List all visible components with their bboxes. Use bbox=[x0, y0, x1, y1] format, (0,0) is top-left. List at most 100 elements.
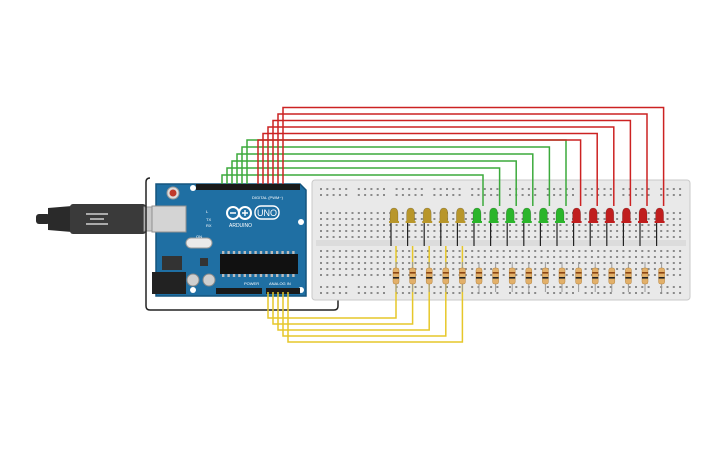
breadboard-hole bbox=[584, 286, 587, 288]
uno-badge bbox=[254, 205, 280, 220]
breadboard-hole bbox=[389, 268, 392, 270]
breadboard-hole bbox=[383, 250, 385, 252]
led-green[interactable] bbox=[538, 207, 549, 223]
resistor[interactable] bbox=[658, 262, 665, 292]
breadboard-hole bbox=[364, 230, 367, 232]
breadboard-hole bbox=[628, 224, 631, 226]
breadboard-hole bbox=[420, 212, 423, 214]
led-red[interactable] bbox=[604, 207, 615, 223]
resistor[interactable] bbox=[409, 262, 416, 292]
wire-red[interactable] bbox=[272, 119, 632, 207]
resistor[interactable] bbox=[392, 262, 400, 292]
chip-pins bbox=[222, 251, 295, 277]
chip-pin bbox=[265, 274, 268, 277]
breadboard-hole bbox=[559, 286, 562, 288]
breadboard-hole bbox=[609, 194, 612, 196]
breadboard-hole bbox=[401, 212, 404, 214]
resistor[interactable] bbox=[508, 262, 516, 292]
resistor[interactable] bbox=[492, 262, 499, 292]
breadboard-hole bbox=[622, 262, 625, 264]
led-green[interactable] bbox=[488, 207, 499, 223]
breadboard-hole bbox=[490, 194, 493, 196]
gnd-wire[interactable] bbox=[145, 177, 339, 311]
breadboard-hole bbox=[446, 230, 448, 232]
breadboard-hole bbox=[672, 194, 675, 196]
wire-green[interactable] bbox=[231, 160, 517, 206]
breadboard-hole bbox=[433, 194, 436, 196]
breadboard-hole bbox=[490, 262, 493, 264]
breadboard-hole bbox=[679, 224, 682, 226]
breadboard-hole bbox=[502, 236, 505, 238]
resistor[interactable] bbox=[641, 262, 649, 292]
breadboard-hole bbox=[490, 268, 493, 270]
led-yellow[interactable] bbox=[455, 207, 466, 223]
breadboard-hole bbox=[433, 250, 436, 252]
chip-pin bbox=[254, 251, 257, 254]
led-green[interactable] bbox=[472, 207, 482, 223]
arduino-uno-board[interactable]: UNO ARDUINO DIGITAL (PWM~) POWER ANALOG … bbox=[151, 183, 307, 297]
breadboard-hole bbox=[628, 286, 631, 288]
breadboard-hole bbox=[370, 286, 373, 288]
led-yellow[interactable] bbox=[405, 207, 416, 223]
breadboard-hole bbox=[647, 212, 650, 214]
breadboard-hole bbox=[332, 236, 335, 238]
resistor[interactable] bbox=[442, 262, 450, 292]
led-red[interactable] bbox=[638, 207, 648, 223]
breadboard-hole bbox=[660, 194, 663, 196]
breadboard-hole bbox=[471, 274, 474, 276]
led-yellow[interactable] bbox=[422, 207, 433, 223]
breadboard-hole bbox=[534, 268, 537, 270]
resistor[interactable] bbox=[542, 262, 549, 292]
resistor[interactable] bbox=[425, 262, 433, 292]
breadboard-hole bbox=[515, 256, 518, 258]
led-yellow[interactable] bbox=[389, 207, 399, 223]
resistor[interactable] bbox=[591, 262, 599, 292]
resistor[interactable] bbox=[608, 262, 616, 292]
led-rim bbox=[488, 221, 499, 223]
led-body bbox=[588, 207, 598, 223]
wire-green[interactable] bbox=[226, 167, 501, 206]
breadboard-hole bbox=[565, 218, 568, 220]
wire-green[interactable] bbox=[236, 153, 534, 206]
breadboard-hole bbox=[559, 250, 562, 252]
breadboard-hole bbox=[521, 262, 524, 264]
wire-green[interactable] bbox=[221, 174, 484, 206]
chip-pin bbox=[281, 251, 284, 254]
resistor[interactable] bbox=[575, 262, 582, 292]
breadboard-hole bbox=[464, 250, 467, 252]
wire-green[interactable] bbox=[241, 146, 551, 206]
resistor[interactable] bbox=[625, 262, 632, 292]
breadboard-hole bbox=[502, 262, 505, 264]
led-body bbox=[622, 207, 631, 223]
breadboard-hole bbox=[433, 230, 436, 232]
breadboard-hole bbox=[609, 224, 612, 226]
wire-yellow[interactable] bbox=[287, 246, 464, 343]
wire-red[interactable] bbox=[257, 139, 582, 206]
breadboard-hole bbox=[383, 224, 385, 226]
resistor[interactable] bbox=[558, 262, 566, 292]
led-yellow[interactable] bbox=[438, 207, 449, 223]
led-red[interactable] bbox=[654, 207, 665, 223]
breadboard-hole bbox=[584, 268, 587, 270]
breadboard-hole bbox=[383, 268, 385, 270]
led-red[interactable] bbox=[621, 207, 632, 223]
breadboard[interactable] bbox=[311, 179, 691, 301]
led-green[interactable] bbox=[505, 207, 516, 223]
wire-red[interactable] bbox=[277, 113, 648, 206]
breadboard-hole bbox=[515, 262, 518, 264]
resistor-band bbox=[476, 277, 482, 279]
led-red[interactable] bbox=[571, 207, 582, 223]
led-red[interactable] bbox=[588, 207, 599, 223]
led-green[interactable] bbox=[555, 207, 565, 223]
wire-red[interactable] bbox=[262, 132, 598, 207]
wire-red[interactable] bbox=[267, 126, 615, 206]
led-green[interactable] bbox=[521, 207, 532, 223]
breadboard-hole bbox=[326, 256, 329, 258]
breadboard-hole bbox=[383, 194, 385, 196]
breadboard-hole bbox=[320, 212, 322, 214]
resistor[interactable] bbox=[475, 262, 483, 292]
breadboard-hole bbox=[351, 274, 354, 276]
wire-red[interactable] bbox=[282, 106, 665, 207]
resistor[interactable] bbox=[459, 262, 466, 292]
resistor[interactable] bbox=[525, 262, 533, 292]
